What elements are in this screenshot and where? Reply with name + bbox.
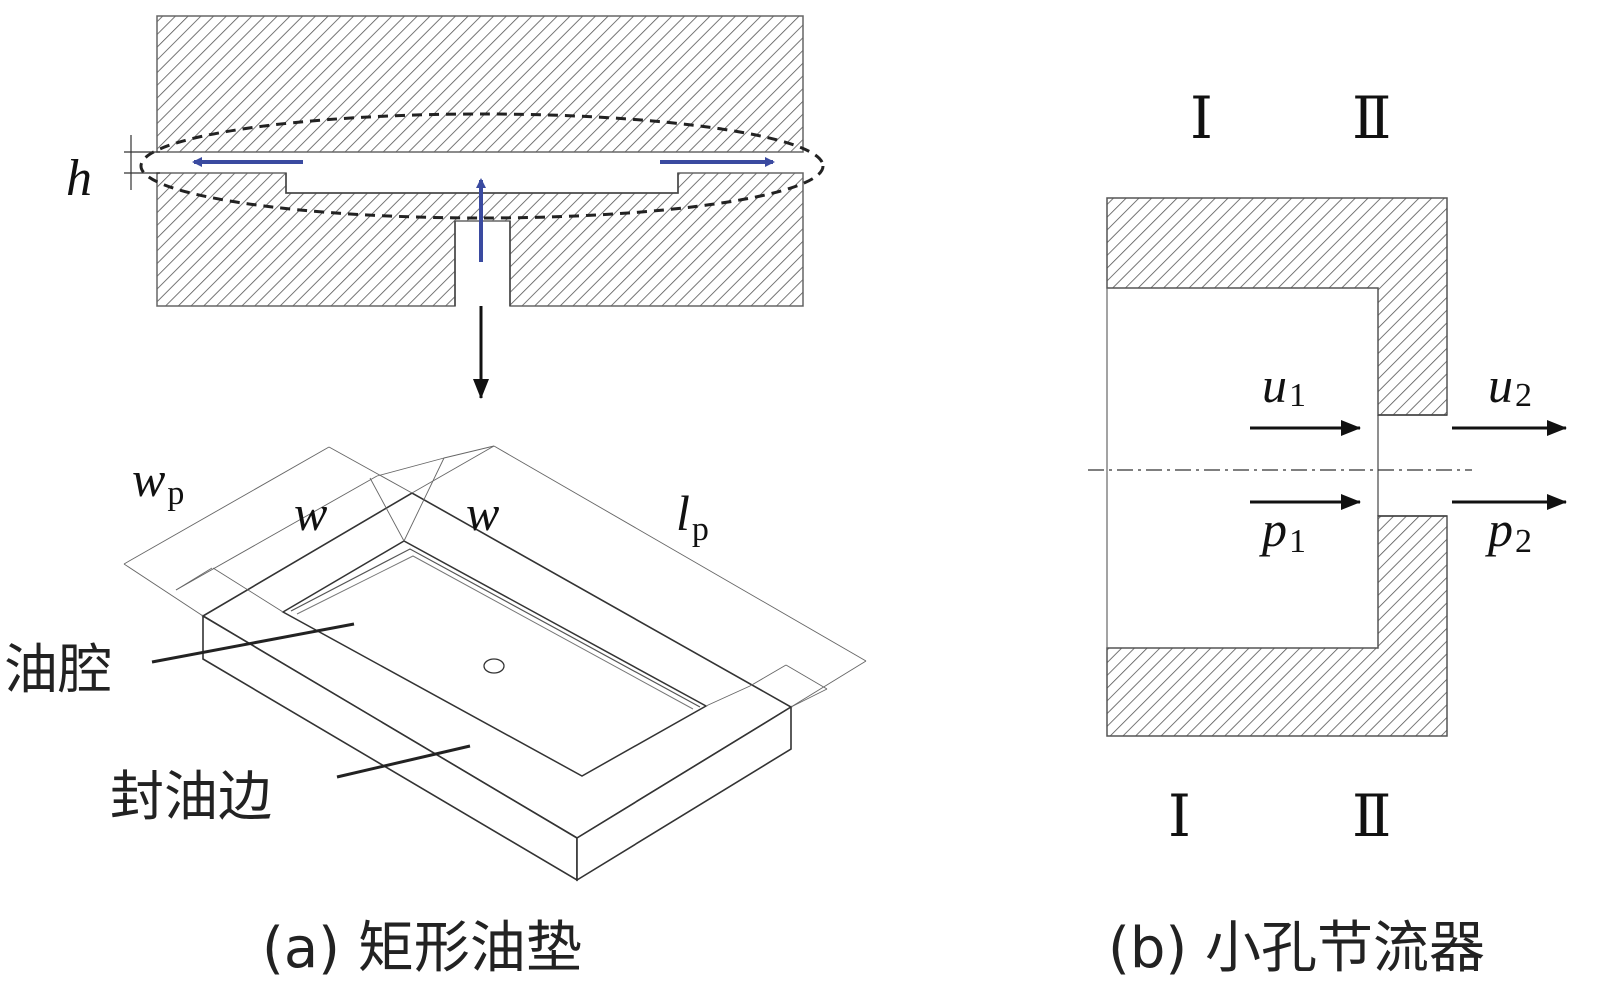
pressure-2-label: p2 <box>1485 501 1532 560</box>
pressure-1-label: p1 <box>1259 501 1306 560</box>
panel-a-iso-view: wp w w lp 油腔 封油边 <box>4 445 867 882</box>
length-symbol: lp <box>676 485 709 548</box>
section-label-bottom-2: Ⅱ <box>1352 784 1391 849</box>
panel-a-caption: (a) 矩形油垫 <box>262 916 582 981</box>
supply-hole <box>483 658 505 674</box>
land-label: 封油边 <box>110 765 272 828</box>
panel-b-caption: (b) 小孔节流器 <box>1108 916 1485 981</box>
panel-b-orifice: Ⅰ Ⅱ u1 u2 p1 p2 Ⅰ Ⅱ <box>1088 86 1567 849</box>
width-symbol: wp <box>132 451 184 512</box>
gap-symbol: h <box>66 150 92 207</box>
velocity-1-label: u1 <box>1262 357 1306 414</box>
recess-inner-edge-2 <box>296 555 694 710</box>
orifice-body <box>1106 197 1448 737</box>
pad-right-face <box>576 705 792 882</box>
section-label-top-2: Ⅱ <box>1352 86 1391 151</box>
upper-block <box>156 15 804 153</box>
recess-label: 油腔 <box>4 638 112 701</box>
velocity-2-label: u2 <box>1488 357 1532 414</box>
gap-dimension <box>124 135 160 190</box>
dimension-lines <box>123 445 867 708</box>
land-width-symbol-1: w <box>294 485 327 541</box>
panel-a-section-view: h <box>66 15 825 399</box>
section-label-top-1: Ⅰ <box>1190 86 1213 151</box>
land-leader <box>336 744 471 779</box>
recess-inner-edge <box>290 548 701 708</box>
gap-highlight-ellipse <box>139 112 825 220</box>
recess-leader <box>151 622 355 664</box>
section-label-bottom-1: Ⅰ <box>1168 784 1191 849</box>
land-width-symbol-2: w <box>466 485 499 541</box>
